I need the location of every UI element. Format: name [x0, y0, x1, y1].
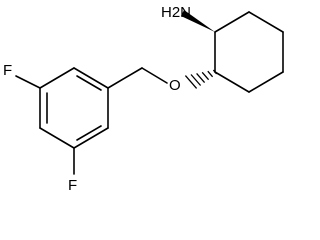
ring-bond — [73, 67, 109, 89]
ring-bond — [248, 71, 284, 93]
ring-double-bond — [76, 125, 102, 141]
hashed-bond-c-o — [184, 69, 218, 89]
amine-label: H2N — [161, 4, 191, 21]
wedge-bond-c-n — [181, 10, 215, 32]
ring-bond — [39, 127, 75, 149]
bond-ch2-o — [141, 67, 168, 84]
oxygen-label: O — [169, 77, 181, 94]
cyclohexane-ring — [214, 11, 284, 93]
ring-bond — [248, 11, 284, 33]
ring-double-bond — [76, 75, 102, 91]
molecule-structure: H2N O F F — [3, 4, 284, 194]
ring-bond — [39, 67, 75, 89]
bond-c-f-top — [15, 75, 41, 89]
ring-bond — [214, 71, 250, 93]
ring-bond — [73, 127, 109, 149]
bond-aryl-ch2 — [107, 67, 143, 89]
fluorine-label-top: F — [3, 62, 12, 79]
fluorine-label-bottom: F — [68, 177, 77, 194]
benzene-ring — [39, 67, 109, 149]
ring-bond — [214, 11, 250, 33]
